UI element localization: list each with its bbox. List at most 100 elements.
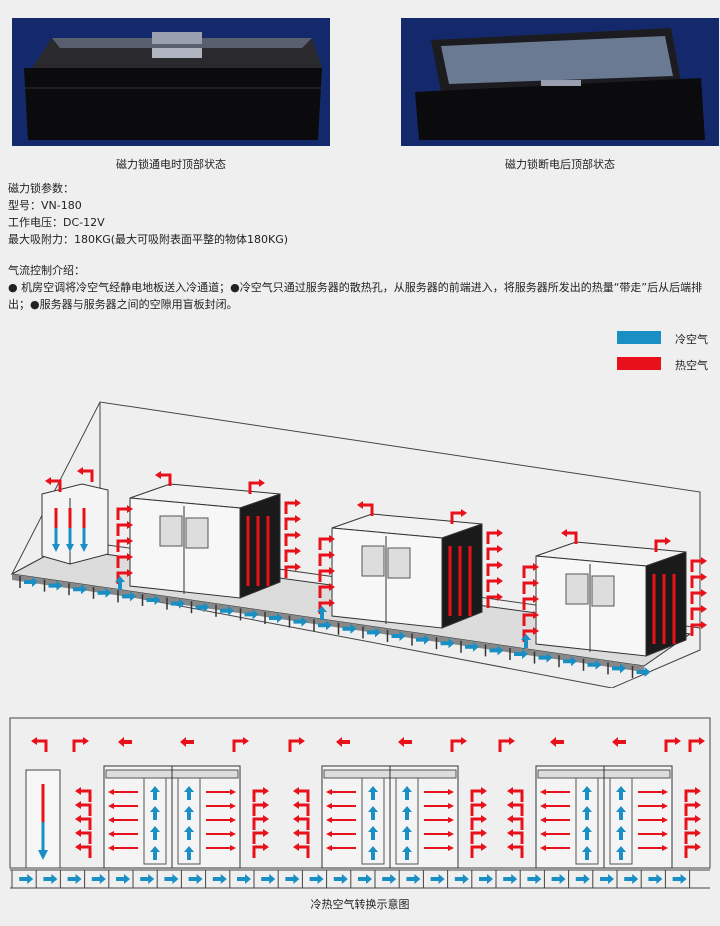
airflow-arrows-section (31, 737, 705, 860)
hot-air-arrow (690, 557, 707, 572)
section-outline (9, 717, 711, 889)
hot-air-arrow (486, 529, 503, 544)
cold-air-up-arrow (582, 846, 592, 860)
cold-air-up-arrow (368, 846, 378, 860)
server-heat-head (662, 817, 668, 823)
underfloor-cold-arrow (97, 587, 112, 598)
section-door-right (395, 777, 419, 865)
ceiling-return-arrow (118, 737, 132, 747)
rack-door-window (591, 575, 615, 607)
legend-cold-swatch (617, 331, 661, 344)
underfloor-cold-arrow (391, 631, 406, 641)
server-heat-head (448, 817, 454, 823)
hot-air-arrow (507, 801, 524, 816)
airflow-section-diagram (9, 717, 711, 889)
server-heat-head (108, 803, 114, 809)
hot-air-arrow (522, 579, 539, 594)
hot-air-arrow (232, 737, 249, 752)
server-heat-head (540, 789, 546, 795)
hot-air-arrow (684, 787, 701, 802)
underfloor-cold-arrow (43, 874, 58, 884)
underfloor-cold-arrow (333, 874, 348, 884)
diagram-caption: 冷热空气转换示意图 (310, 898, 410, 911)
server-heat-head (108, 789, 114, 795)
underfloor-cold-arrow (220, 605, 234, 616)
hot-air-arrow (252, 829, 269, 844)
underfloor-cold-arrow (293, 616, 308, 627)
hot-air-arrow (252, 801, 269, 816)
hot-air-arrow (684, 815, 701, 830)
hot-air-arrow (684, 829, 701, 844)
server-heat-head (448, 789, 454, 795)
cold-air-up-arrow (402, 786, 412, 800)
underfloor-cold-arrow (116, 874, 130, 884)
rack-door-window (159, 515, 183, 547)
rack-front (331, 527, 443, 629)
hot-air-arrow (507, 787, 524, 802)
rack-side (441, 523, 483, 629)
cold-air-up-arrow (150, 786, 160, 800)
ac-cold-arrowhead (80, 544, 88, 552)
hot-air-arrow (116, 553, 133, 568)
cold-air-up-arrow (582, 826, 592, 840)
hot-air-arrow (684, 843, 701, 858)
underfloor-cold-arrow (244, 609, 259, 620)
underfloor-cold-arrow (309, 874, 324, 884)
underfloor-cold-arrow (67, 874, 82, 884)
underfloor-cold-arrow (122, 591, 136, 602)
rack-front (129, 497, 241, 599)
section-door-left (143, 777, 167, 865)
server-heat-head (230, 831, 236, 837)
server-heat-head (448, 803, 454, 809)
airflow-intro: 气流控制介绍： ● 机房空调将冷空气经静电地板送入冷通道；●冷空气只通过服务器的… (8, 262, 712, 313)
underfloor-cold-arrow (146, 595, 161, 605)
hot-air-arrow (507, 815, 524, 830)
ceiling-return-arrow (550, 737, 564, 747)
underfloor-cold-arrow (164, 874, 179, 884)
hot-air-arrow (522, 595, 539, 610)
cold-air-up-arrow (368, 826, 378, 840)
underfloor-cold-arrow (285, 874, 300, 884)
server-heat-head (540, 803, 546, 809)
underfloor-cold-arrow (527, 874, 542, 884)
hot-air-arrow (252, 815, 269, 830)
cabinet-top-open-illustration (415, 28, 705, 140)
ceiling-return-arrow (336, 737, 350, 747)
hot-air-arrow (293, 829, 310, 844)
hot-air-arrow (357, 501, 374, 516)
server-heat-head (448, 845, 454, 851)
hot-air-arrow (116, 537, 133, 552)
airflow-body: ● 机房空调将冷空气经静电地板送入冷通道；●冷空气只通过服务器的散热孔，从服务器… (8, 281, 703, 311)
underfloor-cold-arrow (195, 602, 210, 613)
server-heat-head (326, 789, 332, 795)
section-door-right (177, 777, 201, 865)
legend-cold-label: 冷空气 (675, 333, 708, 346)
rack-group-3d (535, 541, 687, 657)
photo-lock-powered-off (401, 18, 719, 146)
hot-air-arrow (470, 801, 487, 816)
params-force: 最大吸附力：180KG(最大可吸附表面平整的物体180KG) (8, 233, 289, 246)
server-heat-head (662, 803, 668, 809)
underfloor-cold-arrow (416, 634, 430, 645)
hot-air-arrow (45, 477, 62, 492)
cold-air-up-arrow (115, 576, 125, 590)
hot-air-arrow (75, 843, 92, 858)
legend-hot-swatch (617, 357, 661, 370)
cold-air-up-arrow (616, 846, 626, 860)
ceiling-return-arrow (612, 737, 626, 747)
floor-legs (19, 576, 651, 678)
server-heat-head (540, 845, 546, 851)
hot-air-arrow (561, 529, 578, 544)
hot-air-arrow (470, 829, 487, 844)
hot-air-arrow (31, 737, 48, 752)
underfloor-cold-arrow (624, 874, 639, 884)
underfloor-cold-arrow (672, 874, 687, 884)
section-rack-group (321, 765, 459, 869)
underfloor-cold-arrow (342, 623, 357, 634)
underfloor-cold-arrow (600, 874, 614, 884)
server-heat-head (326, 845, 332, 851)
cold-air-up-arrow (368, 806, 378, 820)
server-heat-head (108, 845, 114, 851)
rack-door-window (565, 573, 589, 605)
cold-air-up-arrow (402, 826, 412, 840)
